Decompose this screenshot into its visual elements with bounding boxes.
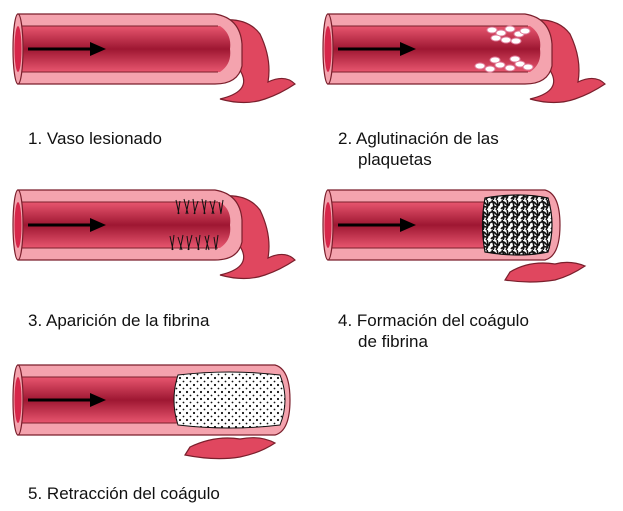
caption: 1. Vaso lesionado: [28, 128, 162, 149]
caption-number: 3.: [28, 311, 42, 330]
panel-platelet-agglutination: 2. Aglutinación de las plaquetas: [320, 4, 620, 174]
caption: 2. Aglutinación de las plaquetas: [338, 128, 499, 170]
panel-fibrin-clot-formation: 4. Formación del coágulo de fibrina: [320, 180, 620, 360]
caption-text-line2: de fibrina: [338, 331, 529, 352]
vessel-illustration: [320, 180, 620, 295]
vessel-illustration: [320, 4, 620, 119]
panel-fibrin-appearance: 3. Aparición de la fibrina: [10, 180, 310, 330]
panel-injured-vessel: 1. Vaso lesionado: [10, 4, 310, 119]
fibrin-clot: [483, 195, 553, 255]
caption-text: Retracción del coágulo: [47, 484, 220, 503]
vessel-illustration: [10, 355, 310, 470]
caption-text: Formación del coágulo: [357, 311, 529, 330]
caption-number: 1.: [28, 129, 42, 148]
caption-text-line2: plaquetas: [338, 149, 499, 170]
caption: 4. Formación del coágulo de fibrina: [338, 310, 529, 352]
vessel-illustration: [10, 4, 310, 119]
vessel-illustration: [10, 180, 310, 295]
caption: 5. Retracción del coágulo: [28, 483, 220, 504]
caption-number: 4.: [338, 311, 352, 330]
caption-number: 2.: [338, 129, 352, 148]
caption-number: 5.: [28, 484, 42, 503]
caption-text: Aglutinación de las: [356, 129, 499, 148]
panel-clot-retraction: 5. Retracción del coágulo: [10, 355, 310, 511]
caption: 3. Aparición de la fibrina: [28, 310, 209, 331]
caption-text: Aparición de la fibrina: [46, 311, 209, 330]
caption-text: Vaso lesionado: [47, 129, 162, 148]
